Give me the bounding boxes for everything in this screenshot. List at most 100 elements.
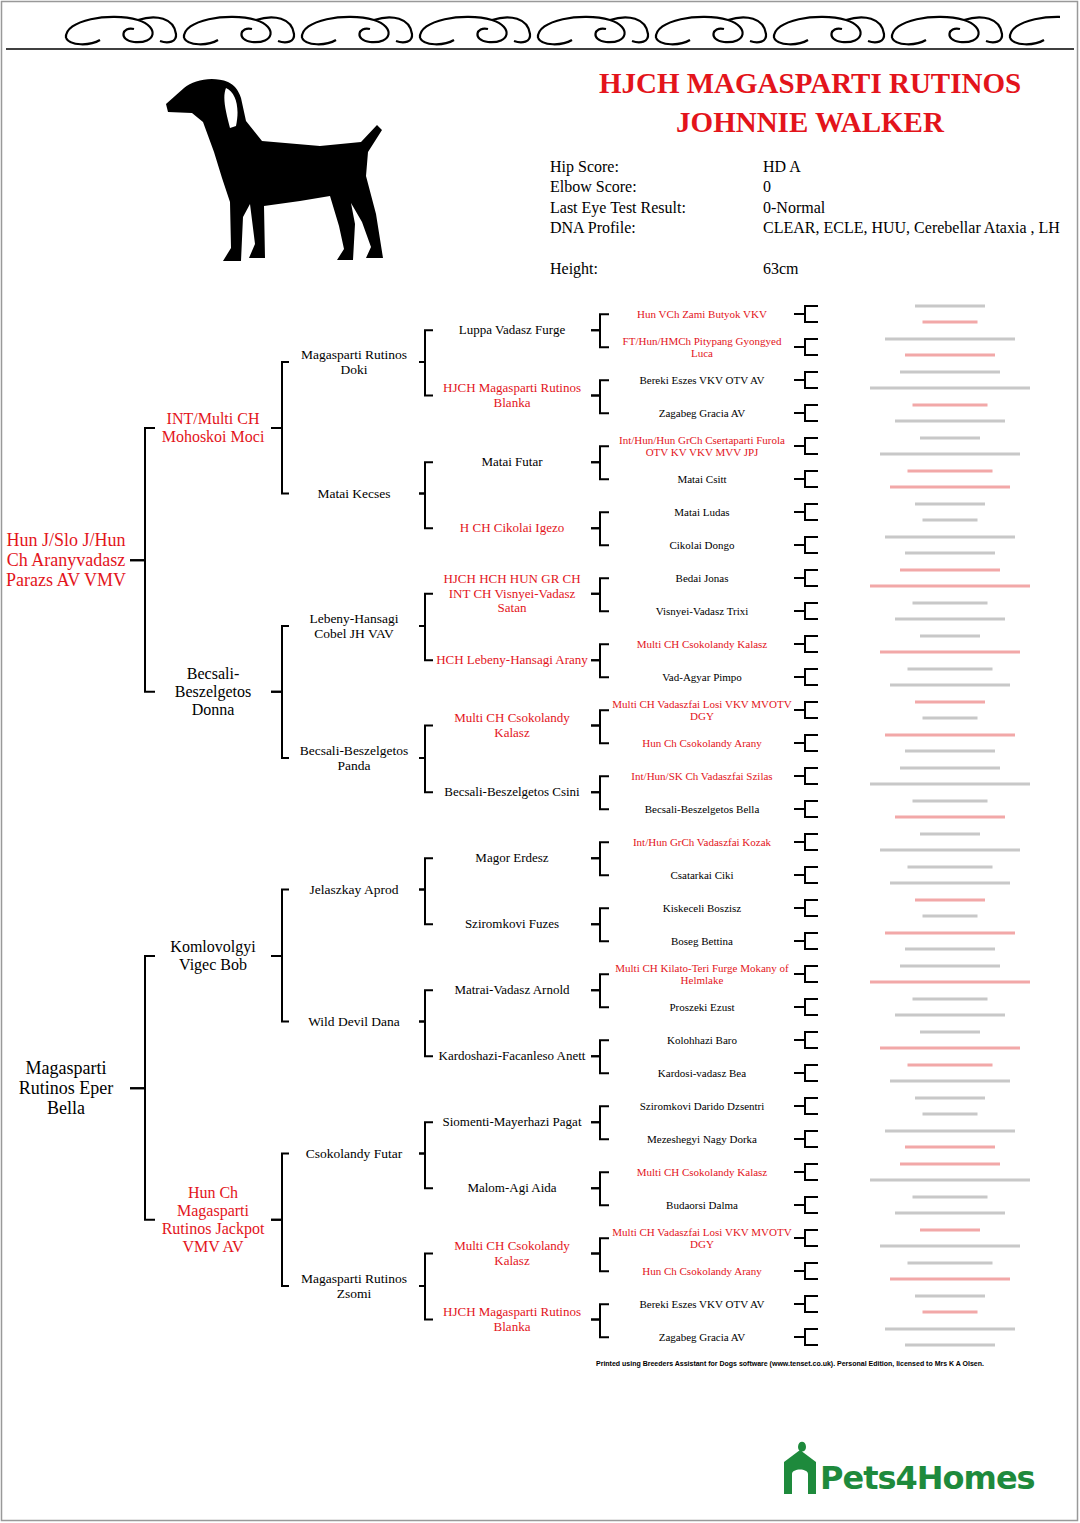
pedigree-bracket: [591, 512, 609, 528]
pedigree-bracket: [591, 1172, 609, 1188]
dog-name-node: Becsali-Beszelgetos Donna: [158, 665, 268, 719]
dog-name: Int/Hun GrCh Vadaszfai Kozak: [612, 836, 792, 848]
outer-bracket: [794, 1296, 818, 1312]
dog-name: Becsali-Beszelgetos Bella: [612, 803, 792, 815]
dog-name: Bereki Eszes VKV OTV AV: [612, 1298, 792, 1310]
illegible-name: [915, 701, 985, 704]
dog-name: Visnyei-Vadasz Trixi: [612, 605, 792, 617]
outer-bracket: [794, 603, 818, 619]
info-value: 63cm: [763, 259, 1063, 279]
dog-name-node: Zagabeg Gracia AV: [612, 407, 792, 419]
pedigree-bracket: [591, 528, 609, 545]
dog-name: Multi CH Kilato-Teri Furge Mokany of Hel…: [612, 962, 792, 987]
dog-name: Bereki Eszes VKV OTV AV: [612, 374, 792, 386]
dog-name: Sziromkovi Darido Dzsentri: [612, 1100, 792, 1112]
dog-name: Matai Futar: [436, 455, 588, 470]
dog-name-node: Jelaszkay Aprod: [292, 882, 416, 897]
dog-name: Hun VCh Zami Butyok VKV: [612, 308, 792, 320]
outer-bracket: [794, 702, 818, 718]
pedigree-bracket: [271, 626, 289, 692]
outer-bracket: [794, 1329, 818, 1345]
illegible-name: [885, 932, 1015, 935]
dog-name: Komlovolgyi Vigec Bob: [158, 938, 268, 974]
info-label: Height:: [550, 259, 750, 279]
illegible-name: [923, 519, 978, 522]
dog-name: Int/Hun/SK Ch Vadaszfai Szilas: [612, 770, 792, 782]
illegible-name: [900, 569, 1000, 572]
dog-name: Hun J/Slo J/Hun Ch Aranyvadasz Parazs AV…: [5, 530, 127, 590]
dog-name-node: Luppa Vadasz Furge: [436, 323, 588, 338]
illegible-name: [913, 998, 988, 1001]
outer-bracket: [794, 537, 818, 553]
info-label: Hip Score:: [550, 157, 750, 177]
pedigree-bracket: [130, 428, 155, 560]
outer-bracket: [794, 504, 818, 520]
dog-name: Lebeny-Hansagi Cobel JH VAV: [292, 611, 416, 641]
dog-name: Magor Erdesz: [436, 851, 588, 866]
dog-name-node: Multi CH Vadaszfai Losi VKV MVOTV DGY: [612, 1226, 792, 1251]
illegible-name: [895, 816, 1005, 819]
dog-name: Magasparti Rutinos Zsomi: [292, 1271, 416, 1301]
outer-bracket: [794, 867, 818, 883]
info-value: 0-Normal: [763, 198, 1063, 218]
illegible-name: [890, 882, 1010, 885]
pedigree-bracket: [591, 380, 609, 395]
dog-name: Budaorsi Dalma: [612, 1199, 792, 1211]
pedigree-bracket: [591, 446, 609, 462]
dog-name-node: Csatarkai Ciki: [612, 869, 792, 881]
illegible-name: [923, 1113, 978, 1116]
dog-name-node: Hun VCh Zami Butyok VKV: [612, 308, 792, 320]
illegible-name: [915, 305, 985, 308]
dog-name-node: Csokolandy Futar: [292, 1146, 416, 1161]
illegible-name: [908, 668, 993, 671]
dog-name-node: Becsali-Beszelgetos Panda: [292, 743, 416, 773]
pedigree-bracket: [271, 956, 289, 1022]
illegible-name: [885, 1328, 1015, 1331]
illegible-name: [890, 1278, 1010, 1281]
outer-bracket: [794, 834, 818, 850]
illegible-name: [920, 1229, 980, 1232]
illegible-name: [905, 1344, 995, 1347]
illegible-name: [895, 1014, 1005, 1017]
illegible-name: [913, 800, 988, 803]
dog-name: Zagabeg Gracia AV: [612, 407, 792, 419]
illegible-name: [913, 404, 988, 407]
pedigree-bracket: [591, 578, 609, 594]
dog-name-node: Matai Ludas: [612, 506, 792, 518]
dog-name: Magasparti Rutinos Eper Bella: [5, 1058, 127, 1118]
dog-name-node: Multi CH Csokolandy Kalasz: [612, 1166, 792, 1178]
outer-bracket: [794, 1263, 818, 1279]
dog-name: Boseg Bettina: [612, 935, 792, 947]
outer-bracket: [794, 1164, 818, 1180]
illegible-name: [905, 1146, 995, 1149]
illegible-name: [895, 420, 1005, 423]
dog-name: Luppa Vadasz Furge: [436, 323, 588, 338]
dog-name: Becsali-Beszelgetos Donna: [158, 665, 268, 719]
illegible-name: [885, 1130, 1015, 1133]
illegible-name: [923, 321, 978, 324]
illegible-name: [890, 684, 1010, 687]
outer-bracket: [794, 372, 818, 388]
illegible-name: [915, 1097, 985, 1100]
illegible-name: [870, 783, 1030, 786]
illegible-name: [870, 387, 1030, 390]
dog-name-node: Multi CH Csokolandy Kalasz: [436, 711, 588, 740]
illegible-name: [908, 866, 993, 869]
pedigree-title: HJCH MAGASPARTI RUTINOS JOHNNIE WALKER: [565, 64, 1055, 142]
illegible-name: [870, 585, 1030, 588]
pedigree-bracket: [591, 924, 609, 941]
illegible-name: [920, 635, 980, 638]
dog-name-node: Matai Futar: [436, 455, 588, 470]
illegible-name: [905, 552, 995, 555]
pedigree-bracket: [419, 1254, 433, 1287]
outer-bracket: [794, 405, 818, 421]
dog-name: Proszeki Ezust: [612, 1001, 792, 1013]
dog-name-node: H CH Cikolai Igezo: [436, 521, 588, 536]
illegible-name: [880, 1245, 1020, 1248]
pedigree-bracket: [591, 842, 609, 858]
dog-name: Malom-Agi Aida: [436, 1181, 588, 1196]
dog-name: FT/Hun/HMCh Pitypang Gyongyed Luca: [612, 335, 792, 360]
dog-name: Matrai-Vadasz Arnold: [436, 983, 588, 998]
